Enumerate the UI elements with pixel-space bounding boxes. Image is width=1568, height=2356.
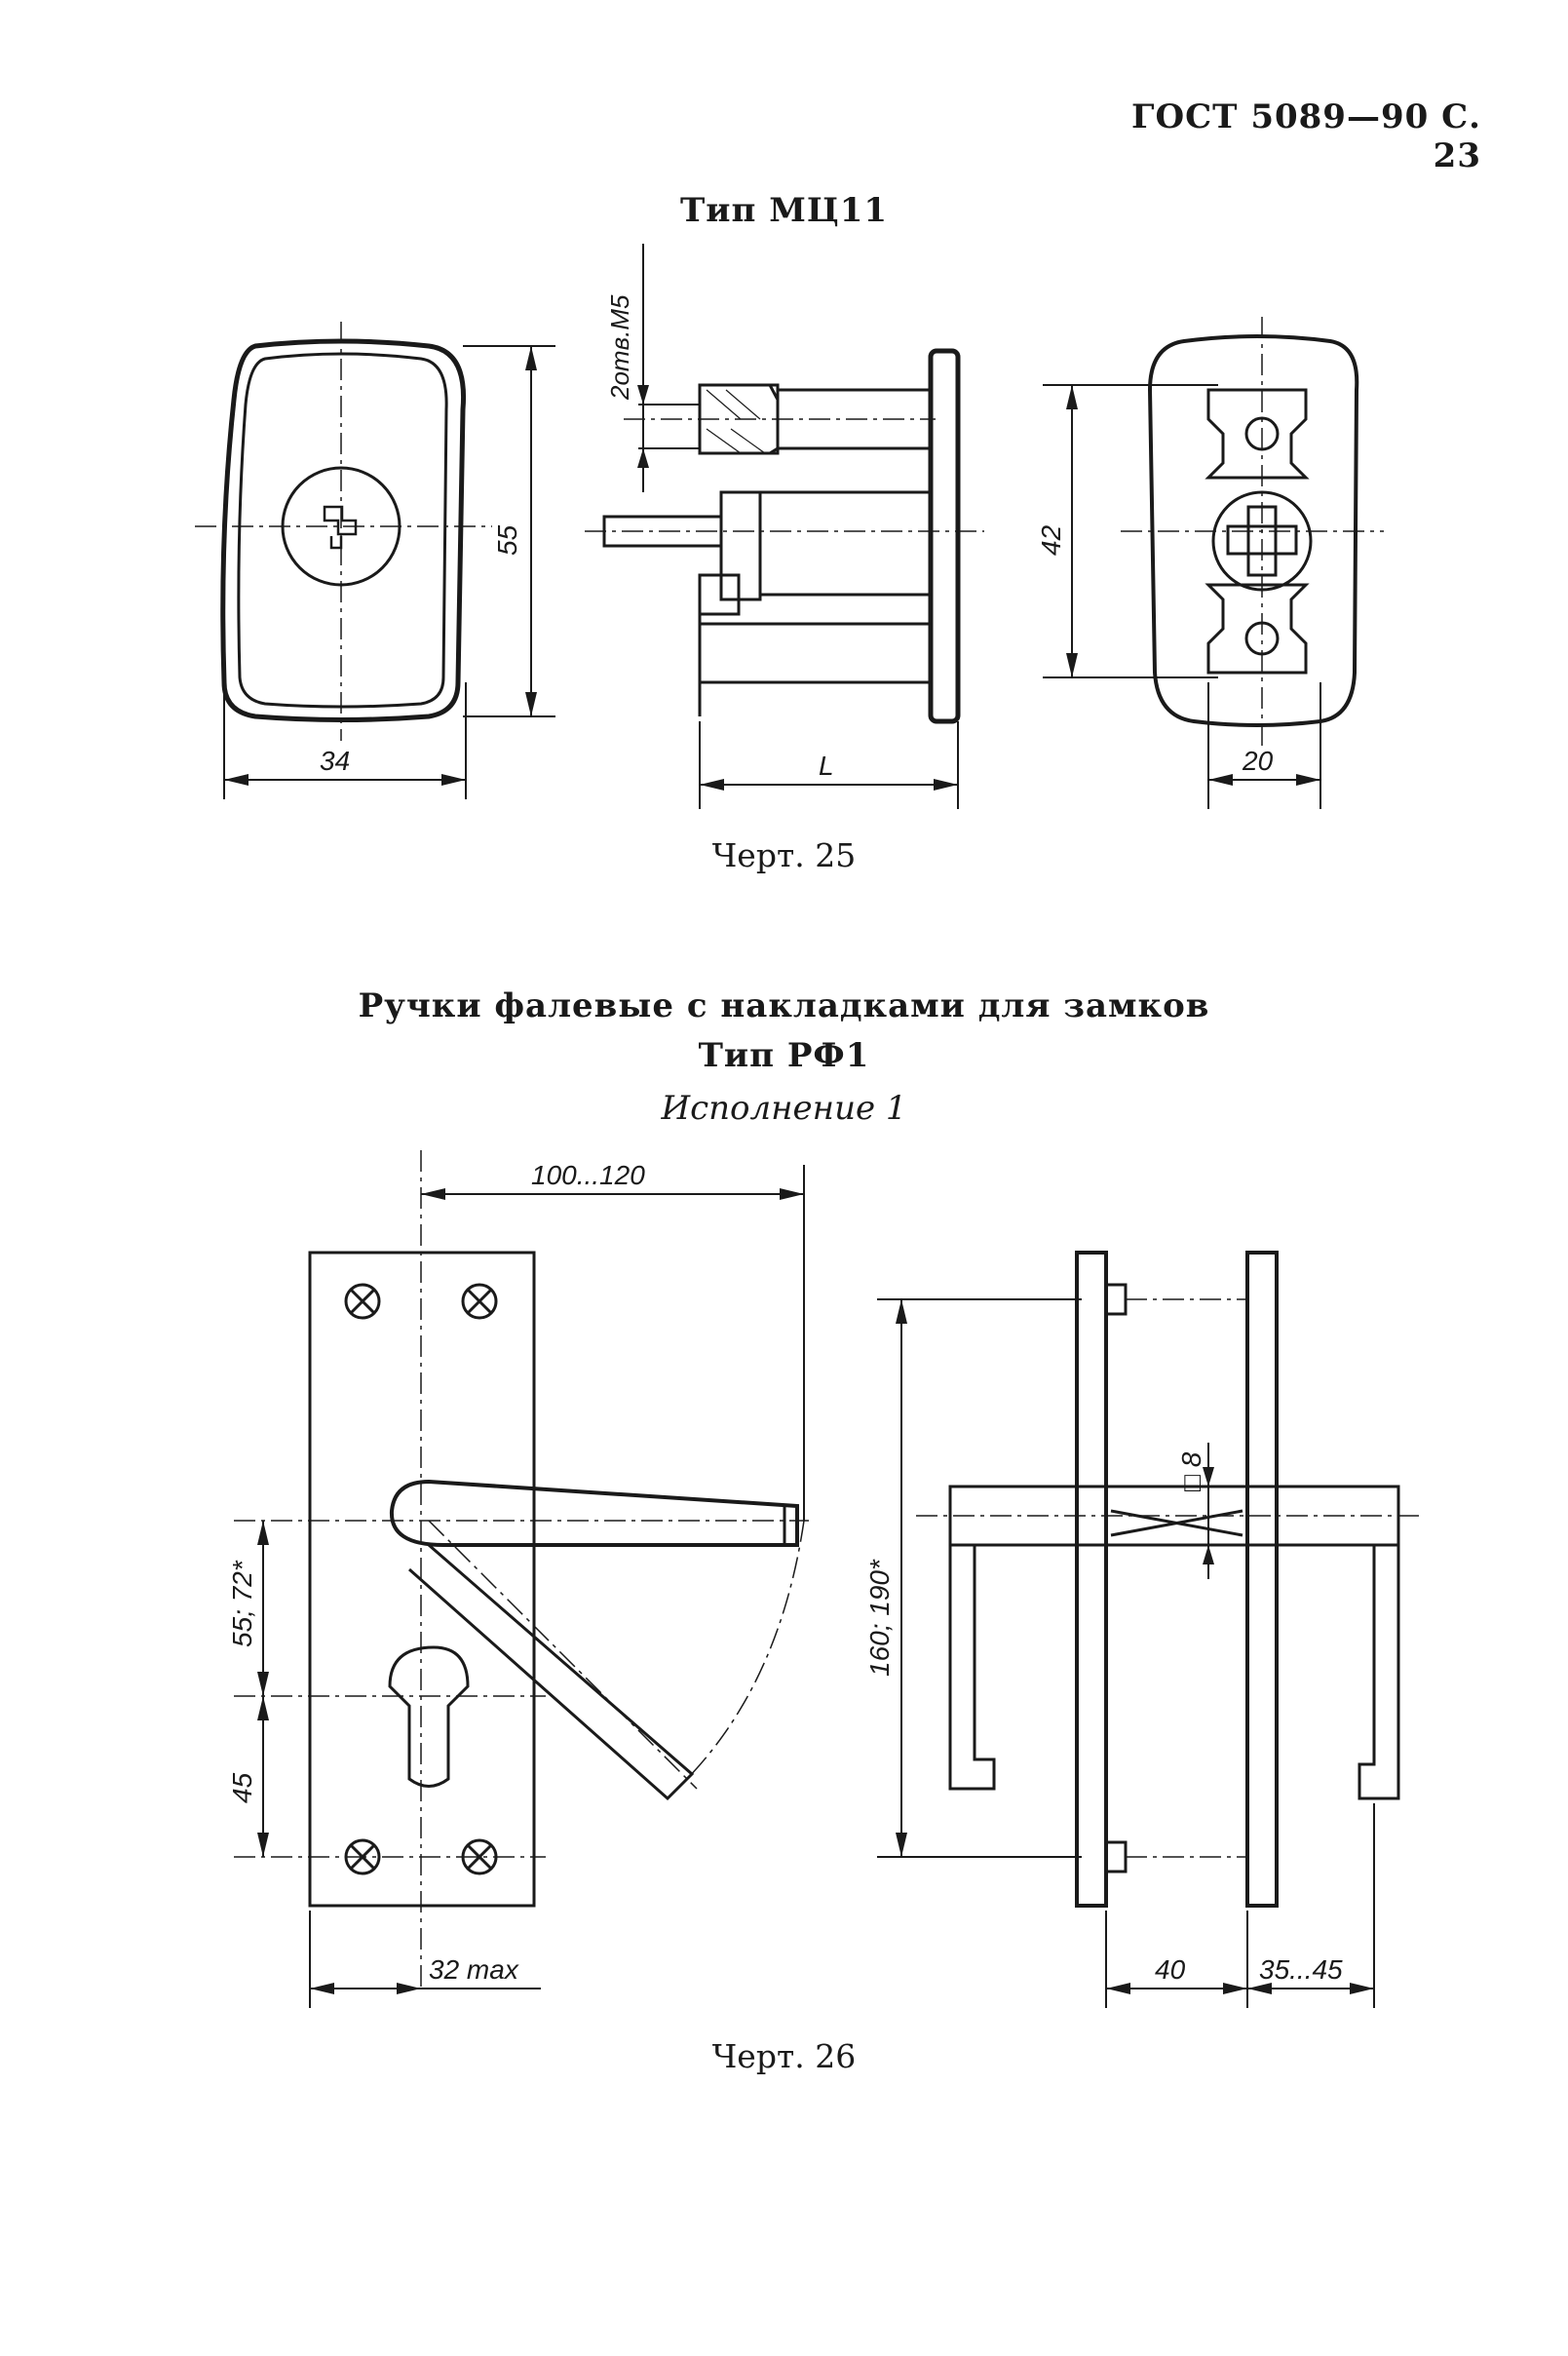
dim-L: L xyxy=(819,751,834,781)
figure-25-caption: Черт. 25 xyxy=(711,836,857,874)
figure-25-title: Тип МЦ11 xyxy=(679,191,889,230)
dim-square: □ 8 xyxy=(1176,1451,1206,1491)
figure-26-caption: Черт. 26 xyxy=(711,2037,857,2075)
dim-maxw: 32 max xyxy=(429,1954,519,1985)
variant-label: Исполнение 1 xyxy=(661,1089,907,1128)
page-header: ГОСТ 5089—90 С. 23 xyxy=(1131,97,1481,175)
dim-reach: 100...120 xyxy=(531,1160,645,1190)
dim-42: 42 xyxy=(1036,524,1066,556)
dim-34: 34 xyxy=(320,746,350,776)
dim-55: 55 xyxy=(492,524,522,556)
dim-pitch1: 55; 72* xyxy=(227,1560,257,1647)
dim-thread: 2отв.М5 xyxy=(605,294,634,401)
dim-height: 160; 190* xyxy=(864,1559,895,1677)
dim-20: 20 xyxy=(1242,746,1274,776)
figure-26-title: Тип РФ1 xyxy=(698,1036,870,1075)
dim-thick: 40 xyxy=(1155,1954,1186,1985)
dim-range: 35...45 xyxy=(1259,1954,1343,1985)
dim-pitch2: 45 xyxy=(227,1772,257,1803)
section-title: Ручки фалевые с накладками для замков xyxy=(358,986,1210,1025)
